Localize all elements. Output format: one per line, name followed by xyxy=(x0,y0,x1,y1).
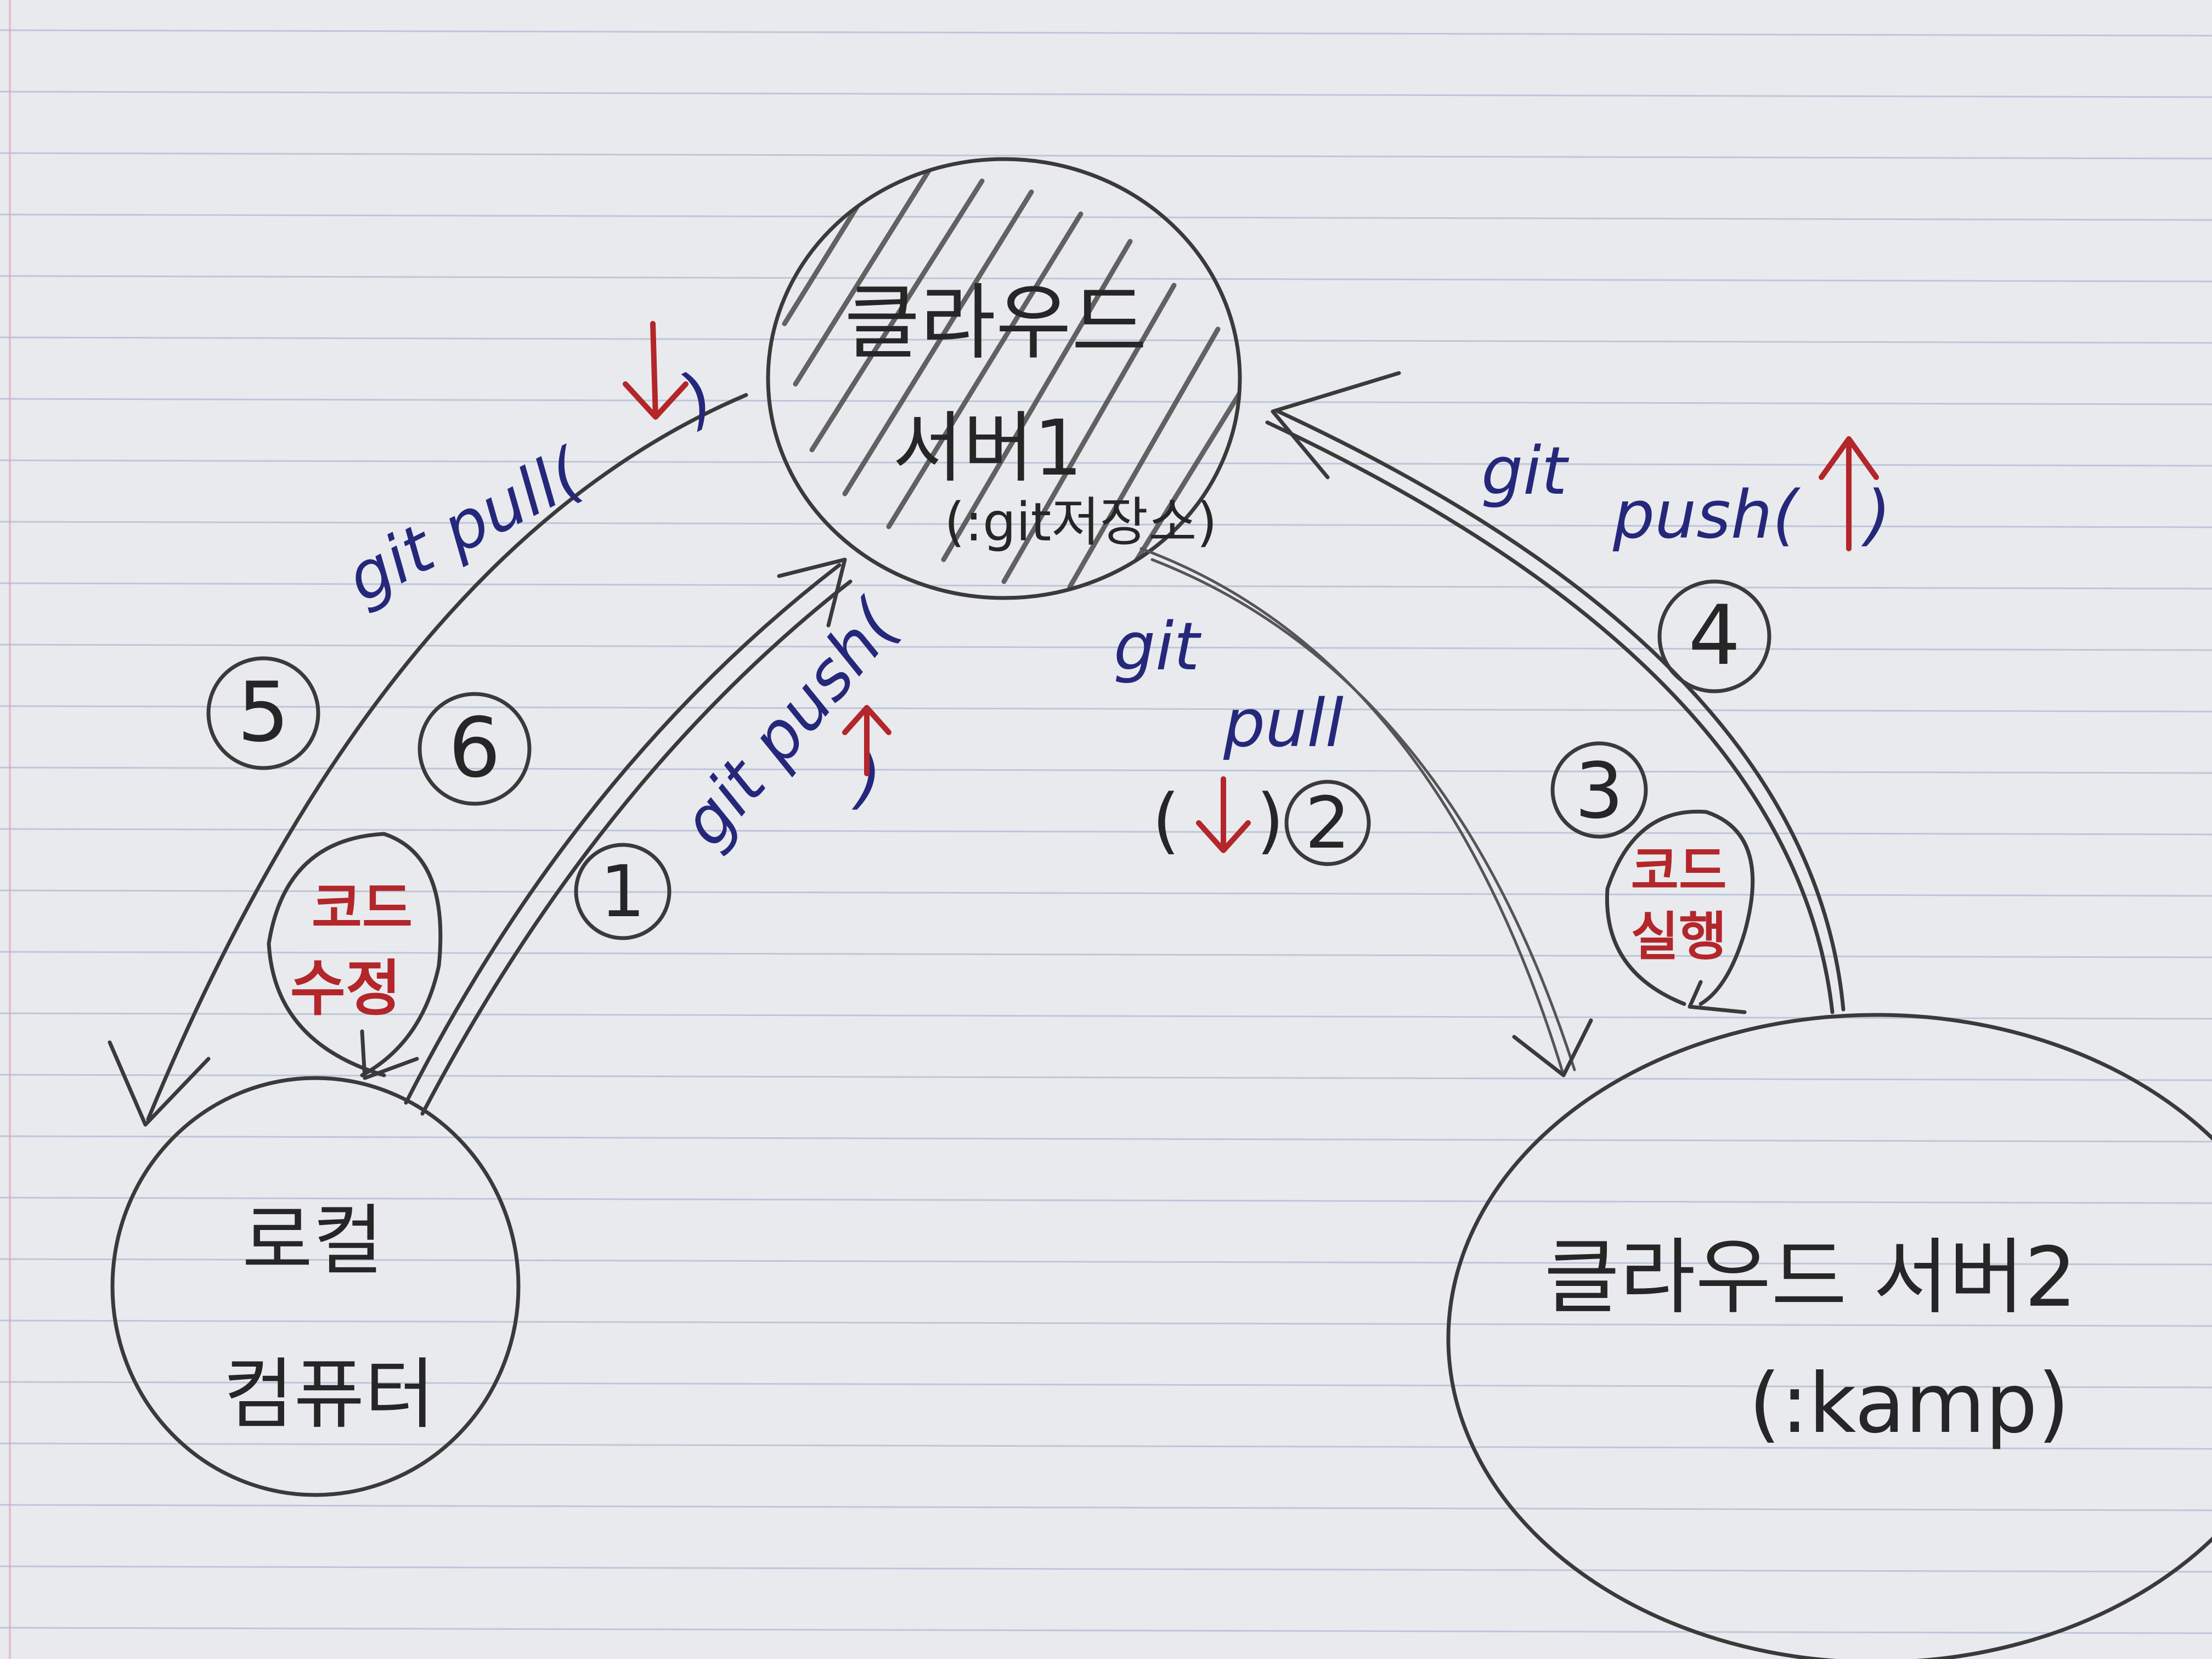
ruled-line xyxy=(0,336,2212,344)
edge-5-down-arrow xyxy=(623,321,689,420)
action-3-step-number: 3 xyxy=(1575,747,1623,836)
hatch-shading xyxy=(782,162,1240,590)
action-6-code-edit: 코드 수정 6 xyxy=(267,692,532,1080)
action-6-line2: 수정 xyxy=(290,953,401,1024)
cloud-server-1-title: 클라우드 xyxy=(844,275,1147,371)
edge-4-step-circle xyxy=(1657,579,1771,693)
action-6-line1: 코드 xyxy=(312,876,413,940)
ruled-line xyxy=(0,1442,2212,1450)
ruled-line xyxy=(0,951,2212,958)
edge-5-step-circle xyxy=(206,656,320,770)
ruled-line xyxy=(0,705,2212,713)
ruled-line xyxy=(0,1381,2212,1389)
edge-2-label-bottom: pull xyxy=(1223,686,1344,762)
ruled-line xyxy=(0,766,2212,774)
edge-2-step-circle xyxy=(1284,780,1371,866)
edge-2-paren-close: ) xyxy=(1256,778,1284,862)
ruled-line xyxy=(0,213,2212,221)
action-3-line2: 실행 xyxy=(1631,907,1727,967)
action-3-code-run: 코드 실행 3 xyxy=(1550,741,1755,1014)
ruled-line xyxy=(0,1504,2212,1511)
cloud-server-2-node: 클라우드 서버2 (:kamp) xyxy=(1446,1013,2212,1659)
cloud-server-1-note: (:git저장소) xyxy=(944,492,1217,553)
edge-1-step-circle xyxy=(574,843,672,940)
local-computer-circle xyxy=(110,1076,521,1497)
action-6-step-number: 6 xyxy=(448,701,500,796)
cloud-server-2-circle xyxy=(1446,1013,2212,1659)
edge-4-git-push: git push( ) 4 xyxy=(1265,371,1891,1014)
local-computer-node: 로컬 컴퓨터 xyxy=(110,1076,521,1497)
edge-4-label-top: git xyxy=(1481,433,1570,510)
ruled-line xyxy=(0,644,2212,651)
action-6-step-circle xyxy=(417,692,532,806)
edge-4-label-bottom: push( xyxy=(1612,477,1801,554)
edge-2-paren-open: ( xyxy=(1152,778,1180,862)
cloud-server-1-circle xyxy=(766,157,1242,600)
action-3-step-circle xyxy=(1550,741,1648,839)
local-computer-line2: 컴퓨터 xyxy=(223,1350,435,1440)
ruled-line xyxy=(0,889,2212,897)
ruled-line xyxy=(0,1258,2212,1266)
action-3-line1: 코드 xyxy=(1631,841,1727,901)
ruled-line xyxy=(0,91,2212,98)
edge-2-step-number: 2 xyxy=(1305,781,1351,865)
ruled-line xyxy=(0,29,2212,37)
cloud-server-1-sub: 서버1 xyxy=(893,404,1083,493)
cloud-server-1-node: 클라우드 서버1 (:git저장소) xyxy=(766,157,1242,600)
edge-2-down-arrow xyxy=(1196,776,1251,853)
ruled-line xyxy=(0,152,2212,160)
ruled-line xyxy=(0,1319,2212,1327)
edge-5-step-number: 5 xyxy=(237,665,289,760)
cloud-server-2-line2: (:kamp) xyxy=(1748,1356,2069,1452)
edge-1-step-number: 1 xyxy=(600,850,646,933)
ruled-line xyxy=(0,1197,2212,1204)
cloud-server-2-line1: 클라우드 서버2 xyxy=(1544,1230,2076,1325)
edge-2-label-top: git xyxy=(1114,609,1202,685)
ruled-line xyxy=(0,1135,2212,1143)
edge-4-step-number: 4 xyxy=(1688,588,1740,684)
ruled-line xyxy=(0,582,2212,590)
edge-4-up-arrow xyxy=(1819,436,1879,551)
ruled-line xyxy=(0,1565,2212,1573)
edge-4-label-close: ) xyxy=(1861,477,1891,554)
edge-1-up-arrow xyxy=(842,705,891,776)
ruled-line xyxy=(0,459,2212,467)
edge-2-git-pull: git pull ( ) 2 xyxy=(1114,547,1593,1077)
local-computer-line1: 로컬 xyxy=(242,1197,383,1286)
ruled-line xyxy=(0,828,2212,836)
ruled-line xyxy=(0,1627,2212,1634)
ruled-line xyxy=(0,1012,2212,1020)
